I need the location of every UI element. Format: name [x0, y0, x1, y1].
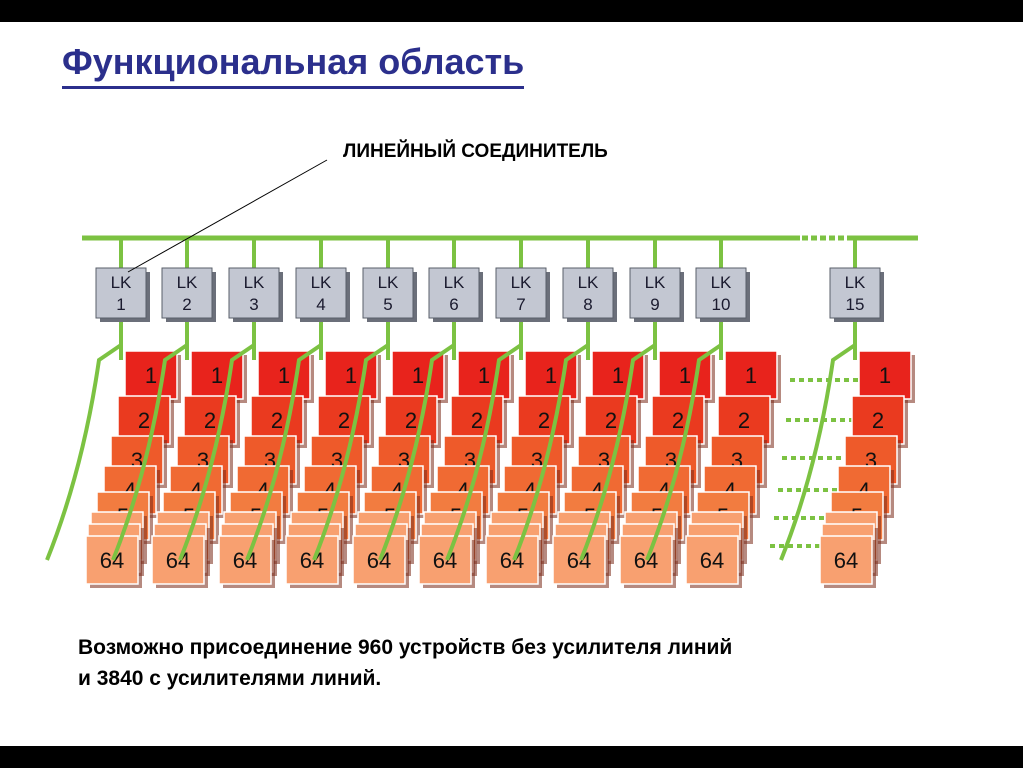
device-box: [418, 535, 472, 585]
coupler-number-label: 15: [846, 295, 865, 314]
line-bus-curve: [45, 343, 123, 561]
callout-pointer-line: [127, 159, 328, 273]
device-box: [151, 535, 205, 585]
line-bus-curve: [378, 343, 456, 561]
coupler-code-label: LK: [378, 273, 399, 292]
device-box: [85, 535, 139, 585]
device-number-label: 2: [738, 408, 750, 433]
device-number-label: 1: [211, 363, 223, 388]
device-number-label: 64: [166, 548, 190, 573]
device-number-label: 64: [634, 548, 658, 573]
caption-line-2: и 3840 с усилителями линий.: [78, 667, 382, 690]
coupler-code-label: LK: [444, 273, 465, 292]
device-number-label: 64: [100, 548, 124, 573]
device-box: [485, 535, 539, 585]
device-number-label: 2: [338, 408, 350, 433]
coupler-number-label: 5: [383, 295, 392, 314]
device-number-label: 64: [567, 548, 591, 573]
device-box: [524, 350, 578, 400]
device-number-label: 64: [700, 548, 724, 573]
device-number-label: 2: [204, 408, 216, 433]
device-box: [218, 535, 272, 585]
line-bus-curve: [512, 343, 590, 561]
line-bus-curve: [645, 343, 723, 561]
device-number-label: 1: [278, 363, 290, 388]
caption: Возможно присоединение 960 устройств без…: [78, 632, 878, 694]
device-number-label: 2: [138, 408, 150, 433]
device-box: [352, 535, 406, 585]
device-number-label: 64: [233, 548, 257, 573]
device-number-label: 1: [679, 363, 691, 388]
coupler-number-label: 3: [249, 295, 258, 314]
device-box: [819, 535, 873, 585]
device-number-label: 2: [471, 408, 483, 433]
line-coupler-box: [495, 267, 547, 319]
device-box: [285, 535, 339, 585]
line-bus-curve: [111, 343, 189, 561]
device-number-label: 1: [478, 363, 490, 388]
device-number-label: 1: [879, 363, 891, 388]
device-number-label: 2: [872, 408, 884, 433]
line-coupler-box: [428, 267, 480, 319]
coupler-code-label: LK: [845, 273, 866, 292]
line-bus-curve: [579, 343, 657, 561]
device-number-label: 64: [834, 548, 858, 573]
line-coupler-box: [228, 267, 280, 319]
device-number-label: 1: [545, 363, 557, 388]
coupler-number-label: 1: [116, 295, 125, 314]
line-bus-curve: [445, 343, 523, 561]
device-box: [619, 535, 673, 585]
coupler-number-label: 6: [449, 295, 458, 314]
device-box: [552, 535, 606, 585]
line-coupler-box: [295, 267, 347, 319]
line-bus-curve: [312, 343, 390, 561]
line-coupler-box: [629, 267, 681, 319]
line-coupler-box: [95, 267, 147, 319]
coupler-code-label: LK: [511, 273, 532, 292]
line-bus-curve: [245, 343, 323, 561]
device-number-label: 64: [500, 548, 524, 573]
device-number-label: 2: [538, 408, 550, 433]
device-number-label: 1: [412, 363, 424, 388]
device-number-label: 2: [271, 408, 283, 433]
device-number-label: 1: [745, 363, 757, 388]
device-number-label: 2: [672, 408, 684, 433]
coupler-number-label: 9: [650, 295, 659, 314]
device-number-label: 2: [405, 408, 417, 433]
line-coupler-box: [695, 267, 747, 319]
coupler-code-label: LK: [177, 273, 198, 292]
line-bus-curve: [178, 343, 256, 561]
coupler-code-label: LK: [244, 273, 265, 292]
line-coupler-callout-label: ЛИНЕЙНЫЙ СОЕДИНИТЕЛЬ: [343, 141, 608, 162]
coupler-number-label: 2: [182, 295, 191, 314]
coupler-number-label: 4: [316, 295, 325, 314]
device-number-label: 1: [345, 363, 357, 388]
device-number-label: 64: [433, 548, 457, 573]
device-box: [858, 350, 912, 400]
line-coupler-box: [161, 267, 213, 319]
line-coupler-box: [362, 267, 414, 319]
device-number-label: 2: [605, 408, 617, 433]
coupler-number-label: 7: [516, 295, 525, 314]
coupler-number-label: 10: [712, 295, 731, 314]
page-title: Функциональная область: [62, 40, 525, 89]
top-black-bar: [0, 0, 1023, 22]
device-number-label: 64: [300, 548, 324, 573]
line-bus-curve: [779, 343, 857, 561]
device-number-label: 1: [612, 363, 624, 388]
coupler-code-label: LK: [645, 273, 666, 292]
coupler-number-label: 8: [583, 295, 592, 314]
caption-line-1: Возможно присоединение 960 устройств без…: [78, 636, 733, 659]
device-box: [685, 535, 739, 585]
bottom-black-bar: [0, 746, 1023, 768]
coupler-code-label: LK: [111, 273, 132, 292]
coupler-code-label: LK: [311, 273, 332, 292]
coupler-code-label: LK: [711, 273, 732, 292]
device-number-label: 64: [367, 548, 391, 573]
coupler-code-label: LK: [578, 273, 599, 292]
line-coupler-box: [562, 267, 614, 319]
device-number-label: 1: [145, 363, 157, 388]
line-coupler-box: [829, 267, 881, 319]
